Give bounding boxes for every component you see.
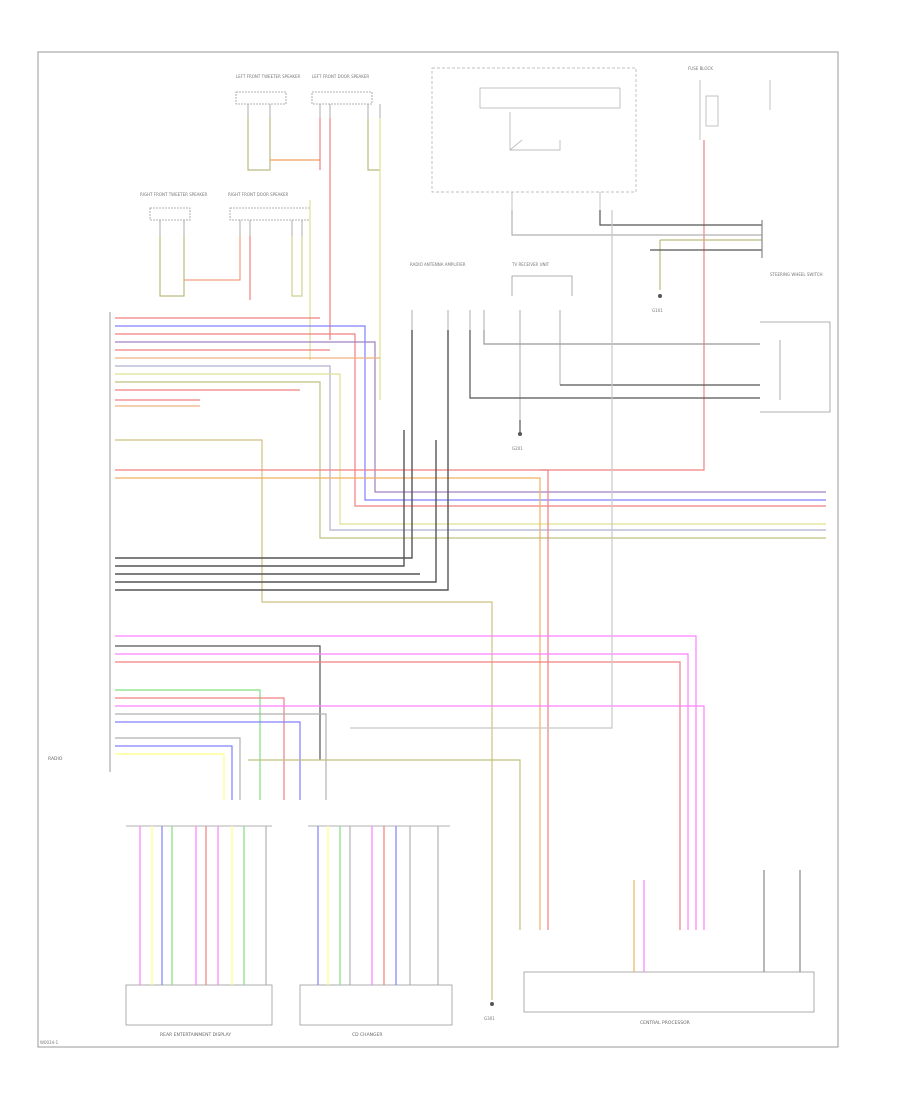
antenna-amp-label: RADIO ANTENNA AMPLIFIER [410, 262, 466, 267]
left-front-speakers [235, 91, 381, 118]
left-tweeter-label: LEFT FRONT TWEETER SPEAKER [236, 74, 300, 79]
right-front-speakers [149, 207, 311, 236]
ground-label-1: G101 [652, 308, 663, 313]
radio-label: RADIO [48, 756, 63, 762]
cd-changer-label: CD CHANGER [352, 1032, 382, 1038]
rear-entertainment-label: REAR ENTERTAINMENT DISPLAY [160, 1032, 231, 1038]
speaker-wires [159, 118, 381, 400]
page-code: W0034-1 [40, 1040, 59, 1045]
ground-label-3: G301 [484, 1016, 495, 1021]
right-switch-box [760, 321, 831, 413]
fuse-block-label: FUSE BLOCK [688, 66, 713, 71]
right-switch-wires [469, 330, 760, 432]
left-door-speaker-label: LEFT FRONT DOOR SPEAKER [312, 74, 369, 79]
fuse-block [699, 80, 771, 140]
ground-bundle [115, 330, 449, 591]
antenna-and-tv [411, 275, 573, 420]
tv-receiver-label: TV RECEIVER UNIT [511, 262, 550, 267]
right-door-speaker-label: RIGHT FRONT DOOR SPEAKER [228, 192, 289, 197]
ground-label-2: G201 [512, 446, 523, 451]
right-tweeter-label: RIGHT FRONT TWEETER SPEAKER [140, 192, 208, 197]
central-processor-label: CENTRAL PROCESSOR [640, 1020, 690, 1026]
steering-switch-label: STEERING WHEEL SWITCH [770, 272, 823, 277]
radio-wires-upper [115, 317, 826, 1000]
right-connector-wires [511, 210, 763, 290]
ground-symbols [490, 294, 662, 1006]
diagram-frame [37, 51, 839, 1048]
radio-wires-lower [115, 210, 705, 930]
bottom-modules [125, 825, 815, 1026]
module-pin-wires [139, 826, 801, 985]
power-wire [540, 140, 705, 471]
steering-switch-module [431, 67, 637, 210]
